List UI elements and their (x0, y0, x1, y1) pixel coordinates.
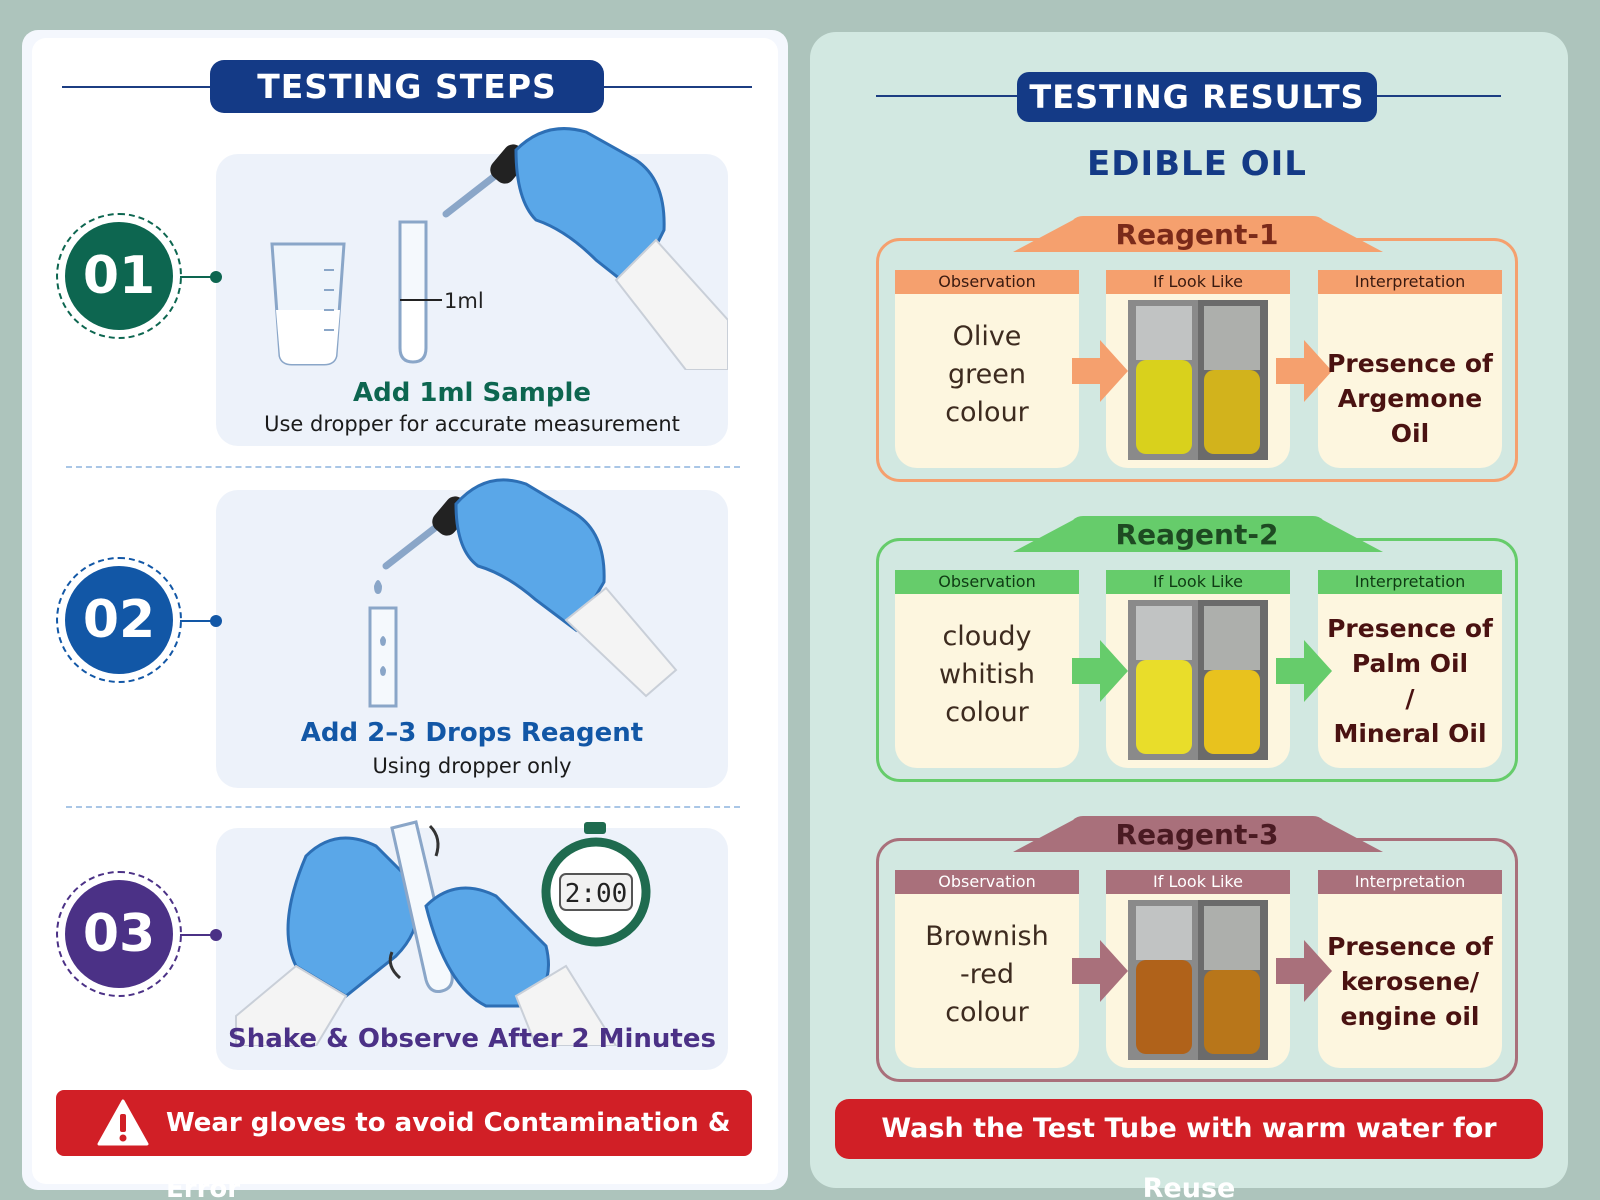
wash-note-bar: Wash the Test Tube with warm water for R… (835, 1099, 1543, 1200)
test-tube-photo (1128, 300, 1268, 460)
interpretation-line: / (1405, 684, 1415, 713)
interpretation-header: Interpretation (1318, 270, 1502, 294)
test-tube-photo (1128, 600, 1268, 760)
testing-results-title: TESTING RESULTS (1017, 72, 1377, 122)
testing-steps-title: TESTING STEPS (210, 60, 604, 113)
beaker-icon (270, 242, 346, 366)
gloved-hand-icon (514, 127, 728, 370)
reagent-label: Reagent-3 (1115, 818, 1279, 851)
steps-header-line-right (604, 86, 752, 88)
observation-cell (895, 294, 1079, 468)
test-tube-icon (398, 220, 442, 364)
interpretation-header: Interpretation (1318, 870, 1502, 894)
interpretation-cell (1318, 894, 1502, 1068)
results-header-line-right (1377, 95, 1501, 97)
step-2-connector (180, 620, 214, 622)
test-tube-icon (390, 820, 454, 993)
step-divider-2 (66, 806, 740, 808)
interpretation-text: Presence of kerosene/engine oil (1318, 929, 1502, 1034)
interpretation-line: Presence of (1327, 614, 1493, 643)
test-tube-icon (368, 606, 398, 708)
look-like-header: If Look Like (1106, 870, 1290, 894)
observation-cell (895, 594, 1079, 768)
shake-mark-icon (388, 951, 402, 980)
reagent-tab-shape (1013, 816, 1383, 852)
observation-header: Observation (895, 870, 1079, 894)
step-2-subtitle: Using dropper only (372, 754, 572, 778)
test-tube-photo (1128, 900, 1268, 1060)
step-1-number: 01 (65, 222, 173, 330)
observation-cell (895, 894, 1079, 1068)
drop-icon (374, 580, 382, 594)
steps-header-line-left (62, 86, 210, 88)
step-1-illustration: 1ml (270, 127, 728, 370)
gloved-hand-icon (424, 886, 618, 1046)
step-1-connector (180, 276, 214, 278)
step-3-connector (180, 934, 214, 936)
step-3-number: 03 (65, 880, 173, 988)
observation-line: colour (945, 697, 1029, 728)
step-2-dot (210, 615, 222, 627)
step-3-dot (210, 929, 222, 941)
interpretation-cell (1318, 294, 1502, 468)
arrow-right-icon (1276, 940, 1332, 1002)
step-1-dot (210, 271, 222, 283)
arrow-right-icon (1072, 340, 1128, 402)
interpretation-header: Interpretation (1318, 570, 1502, 594)
step-divider-1 (66, 466, 740, 468)
arrow-right-icon (1276, 340, 1332, 402)
observation-text: cloudy whitish colour (895, 618, 1079, 732)
step-3-illustration: 2:00 (235, 820, 651, 1046)
gloved-hand-icon (235, 836, 420, 1046)
interpretation-line: Argemone Oil (1337, 384, 1483, 448)
reagent-label: Reagent-1 (1115, 218, 1279, 251)
reagent-label: Reagent-2 (1115, 518, 1279, 551)
arrow-right-icon (1276, 640, 1332, 702)
gloves-warning-bar: Wear gloves to avoid Contamination & Err… (56, 1090, 752, 1200)
observation-text: Brownish -red colour (895, 918, 1079, 1032)
measure-label: 1ml (444, 289, 484, 313)
step-3-title: Shake & Observe After 2 Minutes (228, 1024, 716, 1054)
look-like-header: If Look Like (1106, 570, 1290, 594)
interpretation-text: Presence of Palm Oil / Mineral Oil (1318, 611, 1502, 751)
observation-header: Observation (895, 270, 1079, 294)
observation-line: colour (945, 997, 1029, 1028)
observation-line: Olive (952, 321, 1022, 352)
step-1-subtitle: Use dropper for accurate measurement (264, 412, 680, 436)
step-1-title: Add 1ml Sample (352, 378, 592, 408)
interpretation-line: engine oil (1340, 1001, 1480, 1031)
observation-line: -red (960, 959, 1014, 990)
observation-line: green (948, 359, 1026, 390)
step-2-title: Add 2–3 Drops Reagent (300, 718, 644, 748)
observation-line: whitish (939, 659, 1035, 690)
observation-text: Olive green colour (895, 318, 1079, 432)
step-2-illustration (368, 478, 678, 708)
step-2-number: 02 (65, 566, 173, 674)
results-header-line-left (876, 95, 1017, 97)
stopwatch-icon (541, 822, 651, 947)
interpretation-line: Palm Oil (1351, 649, 1469, 678)
shake-mark-icon (428, 824, 440, 857)
edible-oil-heading: EDIBLE OIL (1087, 144, 1307, 184)
interpretation-line: Presence of (1327, 349, 1493, 378)
reagent-tab-shape (1013, 516, 1383, 552)
timer-display: 2:00 (565, 879, 628, 909)
observation-line: Brownish (925, 921, 1049, 952)
arrow-right-icon (1072, 640, 1128, 702)
reagent-tab-shape (1013, 216, 1383, 252)
look-like-header: If Look Like (1106, 270, 1290, 294)
gloved-hand-icon (454, 478, 678, 698)
arrow-right-icon (1072, 940, 1128, 1002)
observation-header: Observation (895, 570, 1079, 594)
interpretation-line: kerosene/ (1340, 966, 1480, 996)
interpretation-text: Presence of Argemone Oil (1318, 346, 1502, 451)
interpretation-cell (1318, 594, 1502, 768)
observation-line: cloudy (942, 621, 1032, 652)
interpretation-line: Mineral Oil (1333, 719, 1487, 748)
warning-triangle-icon (97, 1099, 149, 1146)
interpretation-line: Presence of (1327, 931, 1493, 961)
observation-line: colour (945, 397, 1029, 428)
